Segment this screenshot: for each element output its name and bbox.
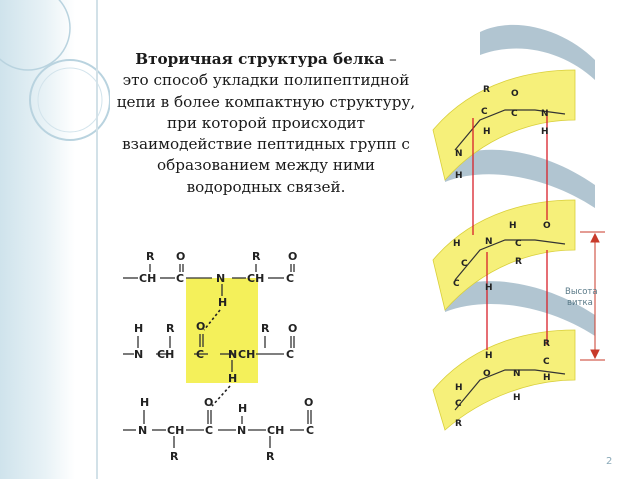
helix-height-label: Высота xyxy=(565,287,598,297)
label-r: R xyxy=(170,450,179,463)
label-n: N xyxy=(228,348,237,361)
label-o: O xyxy=(304,396,313,409)
label-n: N xyxy=(455,149,463,159)
helix-front-ribbon xyxy=(432,199,576,311)
decorative-rings xyxy=(0,0,110,141)
label-r: R xyxy=(266,450,275,463)
label-n: N xyxy=(485,237,493,247)
label-r: R xyxy=(543,339,550,349)
label-c: C xyxy=(461,259,468,269)
label-c: C xyxy=(515,239,522,249)
helix-back-ribbon xyxy=(445,281,595,336)
label-ch: CH xyxy=(267,424,284,437)
slide-number: 2 xyxy=(606,456,613,467)
label-n: N xyxy=(134,348,143,361)
label-h: H xyxy=(134,322,143,335)
label-n: N xyxy=(237,424,246,437)
label-c: C xyxy=(543,357,550,367)
label-ch: CH xyxy=(167,424,184,437)
label-c: C xyxy=(205,424,213,437)
vertical-divider xyxy=(96,0,98,479)
label-n: N xyxy=(513,369,521,379)
label-h: H xyxy=(453,239,461,249)
hbond-upper xyxy=(203,309,221,331)
label-h: H xyxy=(485,351,493,361)
label-ch: CH xyxy=(139,272,156,285)
label-r: R xyxy=(146,250,155,263)
label-h: H xyxy=(541,127,549,137)
label-ch: CH xyxy=(238,348,255,361)
label-h: H xyxy=(513,393,521,403)
label-o: O xyxy=(196,320,205,333)
label-c: C xyxy=(286,272,294,285)
label-o: O xyxy=(204,396,213,409)
label-o: O xyxy=(288,250,297,263)
label-o: O xyxy=(543,221,551,231)
definition-text: Вторичная структура белка – это способ у… xyxy=(108,49,424,198)
helix-height-label-2: витка xyxy=(567,298,593,308)
label-r: R xyxy=(455,419,462,429)
label-h: H xyxy=(485,283,493,293)
label-h: H xyxy=(509,221,517,231)
left-decorative-band xyxy=(0,0,75,479)
alpha-helix-diagram: R C H O C N H N H O H C R N C H C H H R … xyxy=(432,24,605,431)
label-n: N xyxy=(216,272,225,285)
label-h: H xyxy=(228,372,237,385)
label-h: H xyxy=(238,402,247,415)
label-o: O xyxy=(511,89,519,99)
label-r: R xyxy=(483,85,490,95)
label-c: C xyxy=(481,107,488,117)
label-r: R xyxy=(252,250,261,263)
helix-front-ribbon xyxy=(432,329,576,431)
label-o: O xyxy=(483,369,491,379)
label-n: N xyxy=(541,109,549,119)
label-o: O xyxy=(288,322,297,335)
label-c: C xyxy=(196,348,204,361)
label-h: H xyxy=(483,127,491,137)
term-dash: – xyxy=(384,50,397,68)
label-h: H xyxy=(455,383,463,393)
helix-back-ribbon xyxy=(445,149,595,208)
label-c: C xyxy=(453,279,460,289)
label-ch: CH xyxy=(247,272,264,285)
label-c: C xyxy=(455,399,462,409)
label-h: H xyxy=(543,373,551,383)
definition-body: это способ укладки полипептидной цепи в … xyxy=(116,71,416,196)
label-n: N xyxy=(138,424,147,437)
label-r: R xyxy=(261,322,270,335)
label-r: R xyxy=(515,257,522,267)
label-h: H xyxy=(455,171,463,181)
label-c: C xyxy=(176,272,184,285)
label-c: C xyxy=(511,109,518,119)
label-r: R xyxy=(166,322,175,335)
hydrogen-bond-diagram: R CH O C N R CH O C H H R O R O N CH C N… xyxy=(123,250,314,463)
label-o: O xyxy=(176,250,185,263)
label-h: H xyxy=(140,396,149,409)
helix-front-ribbon xyxy=(432,69,576,181)
helix-back-ribbon xyxy=(480,24,595,81)
label-ch: CH xyxy=(157,348,174,361)
label-c: C xyxy=(286,348,294,361)
hbond-lower xyxy=(211,385,231,407)
term-heading: Вторичная структура белка xyxy=(135,50,385,68)
label-c: C xyxy=(306,424,314,437)
label-h: H xyxy=(218,296,227,309)
